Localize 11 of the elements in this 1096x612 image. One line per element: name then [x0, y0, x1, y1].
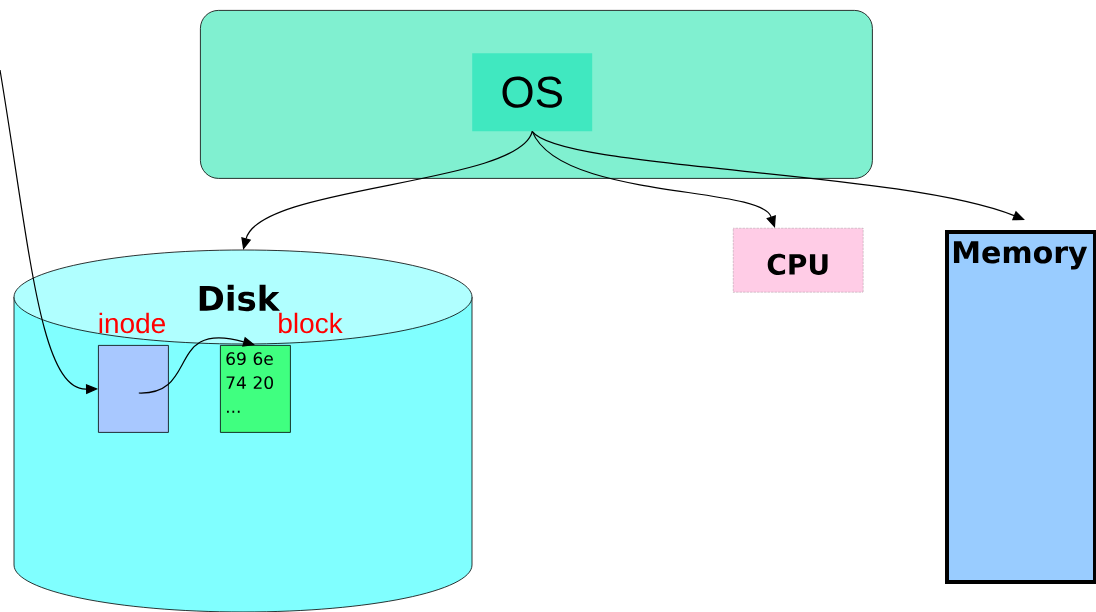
system-box [200, 10, 873, 179]
arrow [531, 130, 1025, 221]
node-label: inode [99, 312, 165, 334]
cpu-box: CPU [733, 228, 864, 293]
block-box: block 69 6e 74 20 ... [220, 312, 343, 433]
node-label: block [279, 312, 343, 334]
arrow [138, 336, 255, 394]
inode-box: inode [98, 312, 169, 433]
arrow [241, 130, 533, 250]
memory-box: Memory [945, 230, 1096, 584]
os-box: OS [472, 53, 593, 132]
